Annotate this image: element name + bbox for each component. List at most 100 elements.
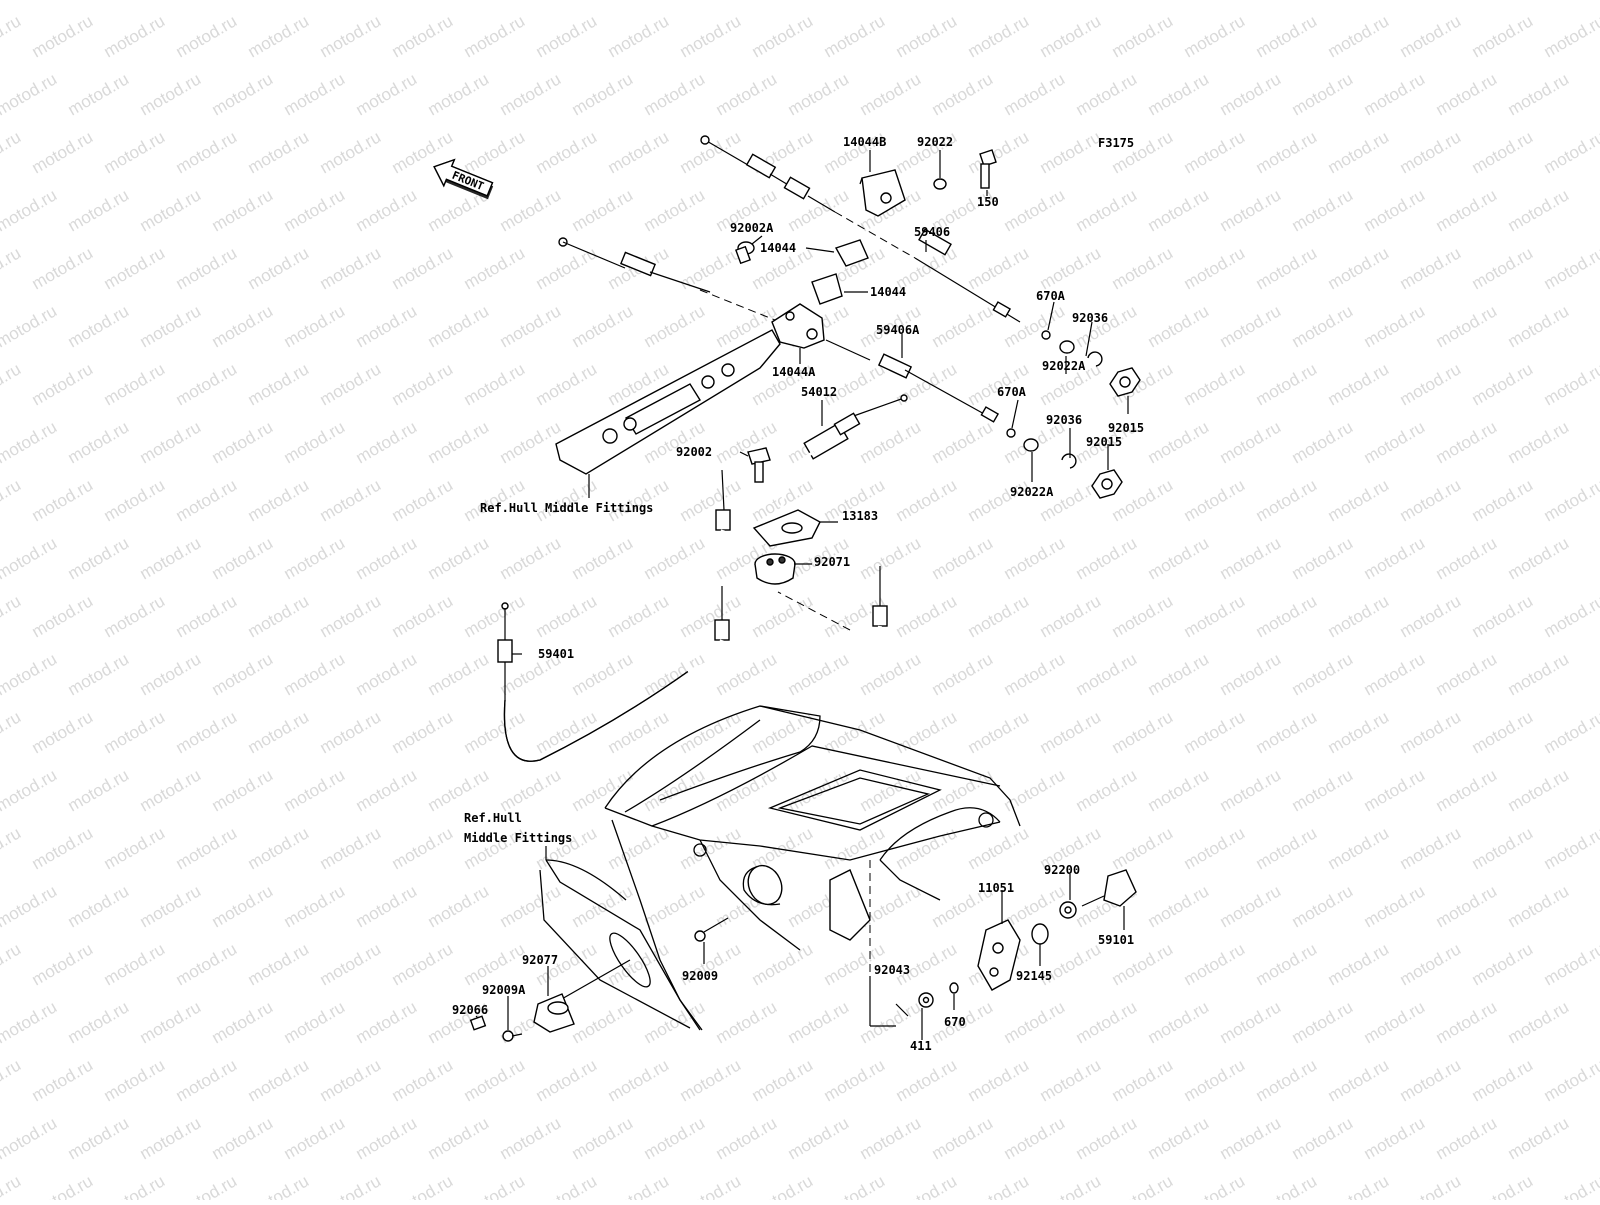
watermark-text: motod.ru <box>1361 997 1429 1047</box>
watermark-text: motod.ru <box>1541 359 1600 409</box>
watermark-text: motod.ru <box>1037 243 1105 293</box>
watermark-text: motod.ru <box>461 359 529 409</box>
watermark-text: motod.ru <box>1073 533 1141 583</box>
watermark-text: motod.ru <box>569 533 637 583</box>
label-14044-lower: 14044 <box>870 285 906 299</box>
watermark-text: motod.ru <box>569 69 637 119</box>
watermark-text: motod.ru <box>317 11 385 61</box>
watermark-text: motod.ru <box>785 765 853 815</box>
watermark-text: motod.ru <box>1001 69 1069 119</box>
watermark-text: motod.ru <box>641 881 709 931</box>
watermark-text: motod.ru <box>965 11 1033 61</box>
watermark-text: motod.ru <box>425 301 493 351</box>
watermark-text: motod.ru <box>1217 69 1285 119</box>
watermark-text: motod.ru <box>1181 11 1249 61</box>
watermark-text: motod.ru <box>1433 1113 1501 1163</box>
watermark-text: motod.ru <box>1361 533 1429 583</box>
watermark-text: motod.ru <box>1145 1113 1213 1163</box>
watermark-text: motod.ru <box>1217 185 1285 235</box>
watermark-text: motod.ru <box>281 649 349 699</box>
watermark-text: motod.ru <box>1325 1055 1393 1105</box>
watermark-text: motod.ru <box>1109 707 1177 757</box>
watermark-text: motod.ru <box>1361 0 1429 3</box>
watermark-text: motod.ru <box>0 1055 24 1105</box>
watermark-text: motod.ru <box>1181 707 1249 757</box>
watermark-text: motod.ru <box>65 69 133 119</box>
watermark-text: motod.ru <box>1145 881 1213 931</box>
watermark-text: motod.ru <box>893 11 961 61</box>
watermark-text: motod.ru <box>281 997 349 1047</box>
watermark-text: motod.ru <box>1541 939 1600 989</box>
watermark-text: motod.ru <box>389 359 457 409</box>
watermark-text: motod.ru <box>245 475 313 525</box>
label-670A-lower: 670A <box>997 385 1027 399</box>
watermark-text: motod.ru <box>1001 997 1069 1047</box>
watermark-text: motod.ru <box>137 649 205 699</box>
watermark-text: motod.ru <box>1505 69 1573 119</box>
label-14044A: 14044A <box>772 365 816 379</box>
watermark-text: motod.ru <box>209 69 277 119</box>
watermark-text: motod.ru <box>569 649 637 699</box>
watermark-text: motod.ru <box>1073 69 1141 119</box>
watermark-text: motod.ru <box>353 301 421 351</box>
watermark-text: motod.ru <box>1001 765 1069 815</box>
watermark-text: motod.ru <box>497 69 565 119</box>
label-150: 150 <box>977 195 999 209</box>
watermark-text: motod.ru <box>1181 243 1249 293</box>
watermark-text: motod.ru <box>317 243 385 293</box>
watermark-text: motod.ru <box>1253 243 1321 293</box>
watermark-text: motod.ru <box>569 881 637 931</box>
watermark-text: motod.ru <box>641 301 709 351</box>
watermark-text: motod.ru <box>317 1171 385 1200</box>
watermark-text: motod.ru <box>1289 185 1357 235</box>
watermark-text: motod.ru <box>1289 0 1357 3</box>
watermark-text: motod.ru <box>0 1171 24 1200</box>
clip-92036-lower <box>1062 454 1076 468</box>
watermark-text: motod.ru <box>1289 417 1357 467</box>
watermark-text: motod.ru <box>677 475 745 525</box>
watermark-text: motod.ru <box>533 243 601 293</box>
watermark-text: motod.ru <box>389 1171 457 1200</box>
watermark-text: motod.ru <box>65 1113 133 1163</box>
watermark-text: motod.ru <box>65 649 133 699</box>
label-11051: 11051 <box>978 881 1014 895</box>
watermark-text: motod.ru <box>1289 649 1357 699</box>
watermark-text: motod.ru <box>1181 823 1249 873</box>
watermark-text: motod.ru <box>1217 765 1285 815</box>
watermark-text: motod.ru <box>1397 11 1465 61</box>
watermark-text: motod.ru <box>1001 185 1069 235</box>
watermark-text: motod.ru <box>1037 11 1105 61</box>
watermark-text: motod.ru <box>1397 707 1465 757</box>
watermark-text: motod.ru <box>713 649 781 699</box>
watermark-text: motod.ru <box>245 707 313 757</box>
watermark-text: motod.ru <box>425 649 493 699</box>
watermark-text: motod.ru <box>893 823 961 873</box>
watermark-text: motod.ru <box>677 11 745 61</box>
watermark-text: motod.ru <box>65 301 133 351</box>
watermark-text: motod.ru <box>425 69 493 119</box>
watermark-text: motod.ru <box>1145 0 1213 3</box>
watermark-text: motod.ru <box>1541 591 1600 641</box>
watermark-text: motod.ru <box>173 127 241 177</box>
watermark-text: motod.ru <box>0 243 24 293</box>
watermark-text: motod.ru <box>1469 243 1537 293</box>
watermark-text: motod.ru <box>497 417 565 467</box>
watermark-text: motod.ru <box>1325 11 1393 61</box>
watermark-text: motod.ru <box>965 591 1033 641</box>
watermark-text: motod.ru <box>29 1171 97 1200</box>
watermark-text: motod.ru <box>137 69 205 119</box>
label-92077: 92077 <box>522 953 558 967</box>
watermark-text: motod.ru <box>749 1171 817 1200</box>
label-54012: 54012 <box>801 385 837 399</box>
watermark-text: motod.ru <box>209 301 277 351</box>
watermark-text: motod.ru <box>1145 997 1213 1047</box>
watermark-text: motod.ru <box>0 649 60 699</box>
watermark-text: motod.ru <box>1505 533 1573 583</box>
watermark-text: motod.ru <box>533 11 601 61</box>
watermark-text: motod.ru <box>1037 707 1105 757</box>
block-14044-lower <box>812 274 842 304</box>
watermark-text: motod.ru <box>1469 591 1537 641</box>
diagram-code: F3175 <box>1098 136 1134 150</box>
watermark-text: motod.ru <box>965 1171 1033 1200</box>
